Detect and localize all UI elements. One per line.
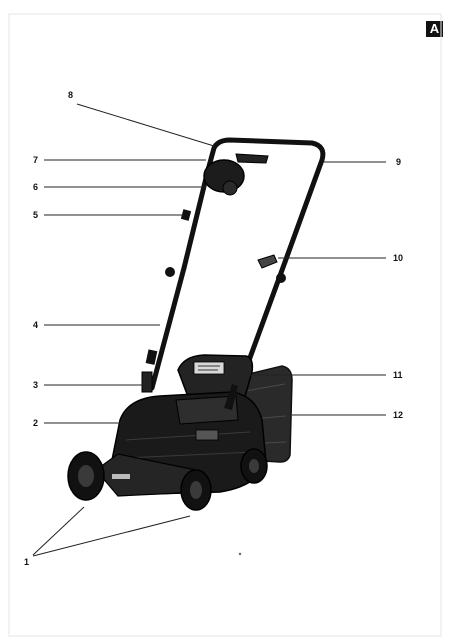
lower-handle-left bbox=[149, 265, 187, 391]
callout-labels: 8 7 6 5 4 3 2 1 9 10 11 12 bbox=[24, 90, 403, 567]
callout-2: 2 bbox=[33, 418, 38, 428]
leader-8 bbox=[76, 103, 215, 147]
leader-1b bbox=[32, 515, 191, 557]
right-knob bbox=[276, 273, 286, 283]
callout-6: 6 bbox=[33, 182, 38, 192]
hood-label bbox=[193, 361, 225, 375]
callout-3: 3 bbox=[33, 380, 38, 390]
leader-1a bbox=[32, 506, 85, 556]
cable-hook bbox=[257, 254, 278, 269]
callout-7: 7 bbox=[33, 155, 38, 165]
left-knob bbox=[165, 267, 175, 277]
callout-9: 9 bbox=[396, 157, 401, 167]
callout-10: 10 bbox=[393, 253, 403, 263]
lawnmower-illustration bbox=[67, 137, 326, 511]
callout-5: 5 bbox=[33, 210, 38, 220]
callout-8: 8 bbox=[68, 90, 73, 100]
page-border bbox=[8, 13, 442, 637]
callout-1: 1 bbox=[24, 557, 29, 567]
callout-4: 4 bbox=[33, 320, 38, 330]
leader-lines bbox=[32, 103, 386, 557]
callout-12: 12 bbox=[393, 410, 403, 420]
callout-11: 11 bbox=[393, 370, 403, 380]
figure-badge: A bbox=[426, 21, 443, 37]
switch-lever bbox=[235, 153, 269, 164]
upper-handle bbox=[205, 137, 326, 265]
